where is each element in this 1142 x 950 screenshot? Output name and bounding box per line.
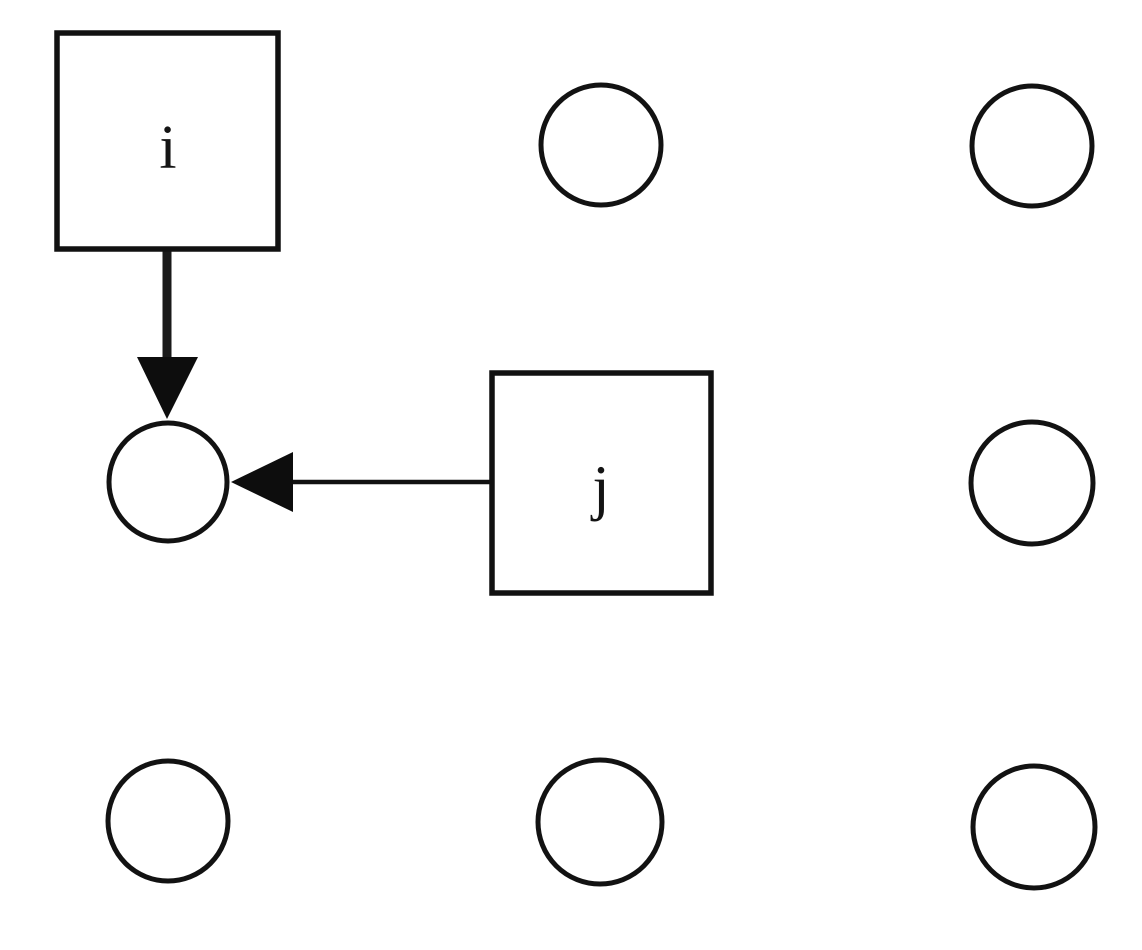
edge-i-to-circle-left-middle[interactable]	[137, 249, 198, 419]
node-layer: i j	[54, 30, 1098, 891]
node-circle-r2-c1[interactable]	[535, 757, 665, 887]
edge-arrowhead-down-icon	[137, 357, 198, 419]
node-circle-r2-c1-shape	[535, 757, 665, 887]
node-circle-r0-c2[interactable]	[969, 83, 1095, 209]
node-circle-r1-c0-shape	[106, 420, 230, 544]
node-circle-r0-c2-shape	[969, 83, 1095, 209]
node-circle-r0-c1[interactable]	[538, 82, 664, 208]
node-square-j[interactable]: j	[489, 370, 714, 596]
node-square-j-label: j	[590, 454, 609, 522]
node-circle-r2-c0[interactable]	[105, 758, 231, 884]
edge-layer	[137, 249, 492, 512]
node-square-i-label: i	[159, 114, 176, 182]
edge-j-to-circle-left-middle[interactable]	[231, 452, 492, 512]
node-circle-r2-c2-shape	[970, 763, 1098, 891]
node-circle-r2-c0-shape	[105, 758, 231, 884]
node-circle-r1-c2-shape	[968, 419, 1096, 547]
node-circle-r2-c2[interactable]	[970, 763, 1098, 891]
node-circle-r0-c1-shape	[538, 82, 664, 208]
node-square-i[interactable]: i	[54, 30, 281, 252]
node-square-i-shape	[54, 30, 281, 252]
node-circle-r1-c0[interactable]	[106, 420, 230, 544]
edge-arrowhead-left-icon	[231, 452, 293, 512]
node-square-j-shape	[489, 370, 714, 596]
node-circle-r1-c2[interactable]	[968, 419, 1096, 547]
